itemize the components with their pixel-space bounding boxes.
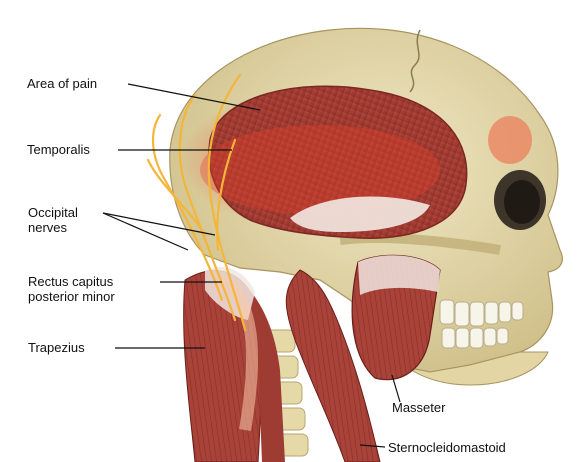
area-of-pain-label: Area of pain [27, 76, 97, 91]
temporalis-label: Temporalis [27, 142, 90, 157]
trapezius-label: Trapezius [28, 340, 85, 355]
occipital-nerves-label: Occipital nerves [28, 205, 78, 235]
sternocleidomastoid-label: Sternocleidomastoid [388, 440, 506, 455]
rectus-label-line2: posterior minor [28, 289, 115, 304]
masseter-label: Masseter [392, 400, 445, 415]
rectus-label-line1: Rectus capitus [28, 274, 115, 289]
occipital-label-line2: nerves [28, 220, 78, 235]
rectus-capitus-label: Rectus capitus posterior minor [28, 274, 115, 304]
occipital-label-line1: Occipital [28, 205, 78, 220]
